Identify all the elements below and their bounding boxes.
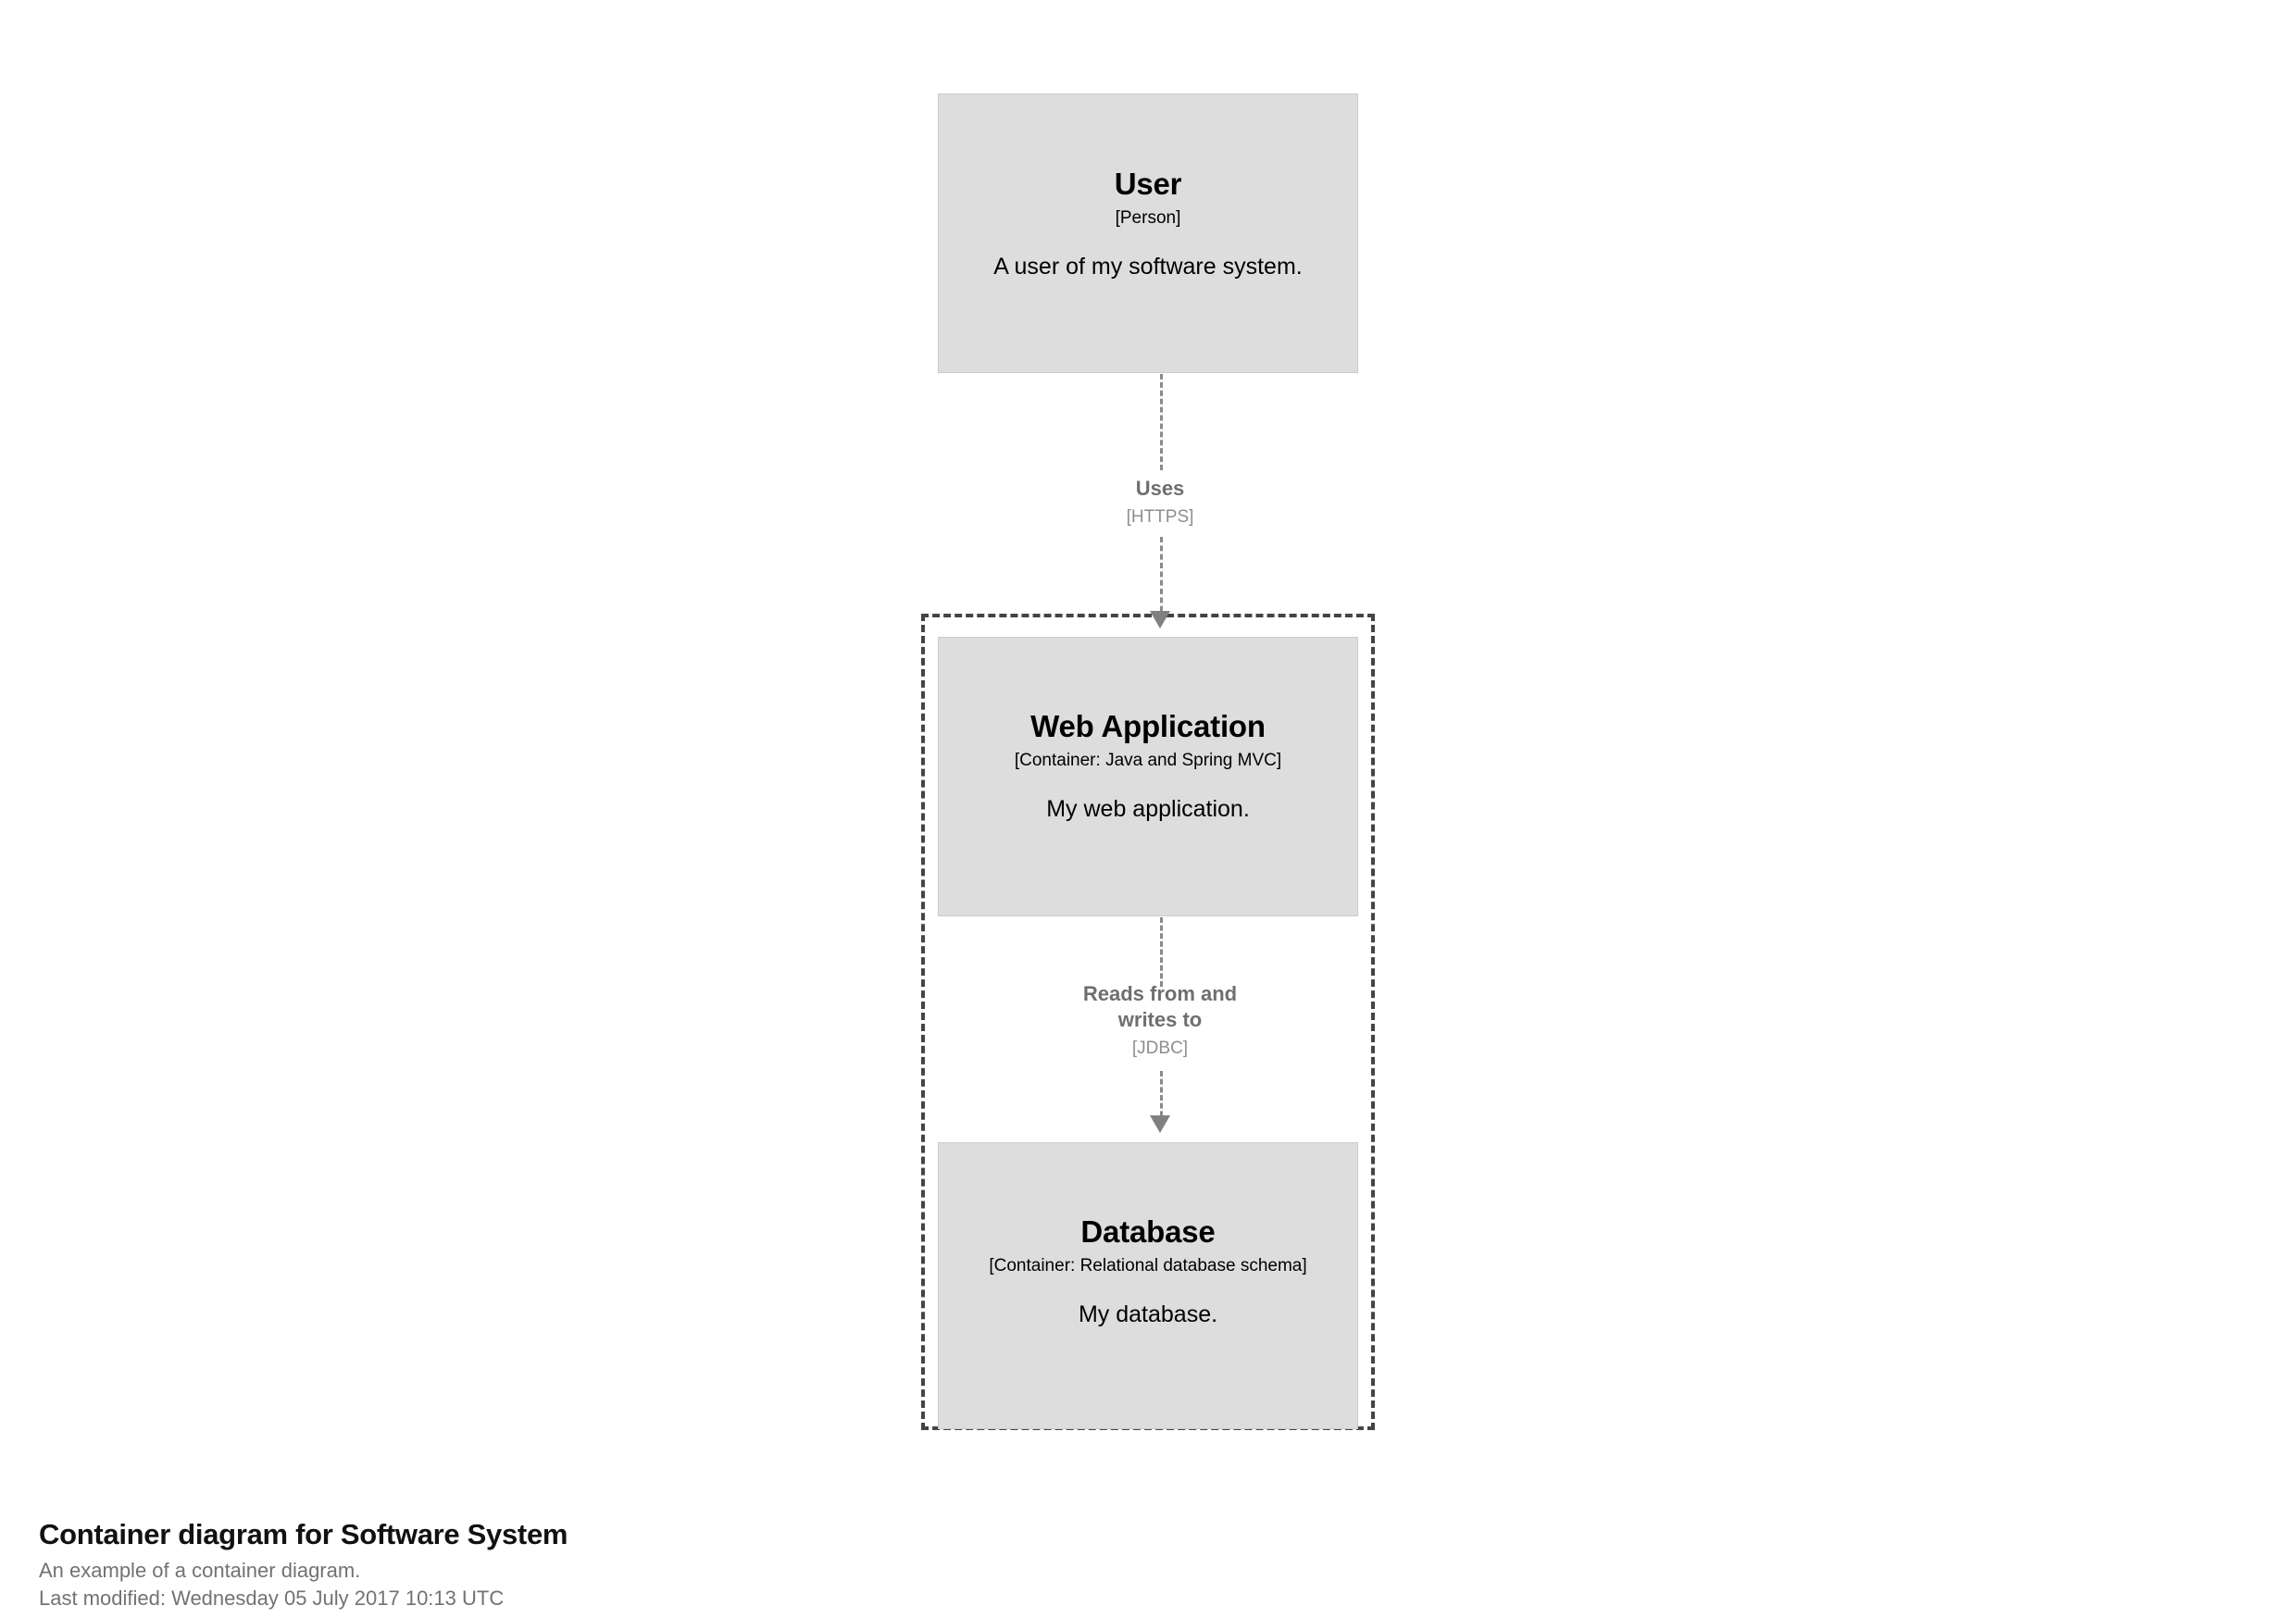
node-database-type: [Container: Relational database schema] (989, 1255, 1307, 1276)
relationship-reads-writes-label: Reads from and writes to [JDBC] (993, 981, 1327, 1060)
relationship-reads-writes-line-lower (1160, 1071, 1163, 1125)
relationship-uses-arrowhead-icon (1150, 611, 1170, 629)
node-web-application[interactable]: Web Application [Container: Java and Spr… (938, 637, 1358, 916)
relationship-uses-label: Uses [HTTPS] (993, 476, 1327, 529)
relationship-reads-writes-line-upper (1160, 917, 1163, 987)
diagram-title: Container diagram for Software System (39, 1518, 568, 1550)
relationship-reads-writes-arrowhead-icon (1150, 1115, 1170, 1133)
node-user-description: A user of my software system. (993, 253, 1303, 280)
relationship-uses-line-upper (1160, 374, 1163, 470)
node-user[interactable]: User [Person] A user of my software syst… (938, 93, 1358, 373)
relationship-uses-line-lower (1160, 537, 1163, 620)
node-user-name: User (1114, 167, 1182, 201)
diagram-subtitle: An example of a container diagram. (39, 1558, 361, 1582)
node-database[interactable]: Database [Container: Relational database… (938, 1142, 1358, 1429)
node-web-application-name: Web Application (1030, 709, 1266, 743)
node-web-application-type: [Container: Java and Spring MVC] (1014, 750, 1282, 770)
relationship-uses-description: Uses (1135, 477, 1185, 500)
relationship-reads-writes-technology: [JDBC] (1131, 1039, 1189, 1059)
relationship-reads-writes-description: Reads from and writes to (1082, 982, 1238, 1032)
diagram-caption: Container diagram for Software System An… (39, 1517, 1335, 1613)
node-user-type: [Person] (1115, 207, 1181, 228)
relationship-uses-technology: [HTTPS] (1126, 507, 1194, 528)
node-web-application-description: My web application. (1046, 795, 1250, 822)
node-database-description: My database. (1078, 1301, 1218, 1327)
node-database-name: Database (1080, 1214, 1216, 1249)
diagram-last-modified: Last modified: Wednesday 05 July 2017 10… (39, 1587, 505, 1611)
